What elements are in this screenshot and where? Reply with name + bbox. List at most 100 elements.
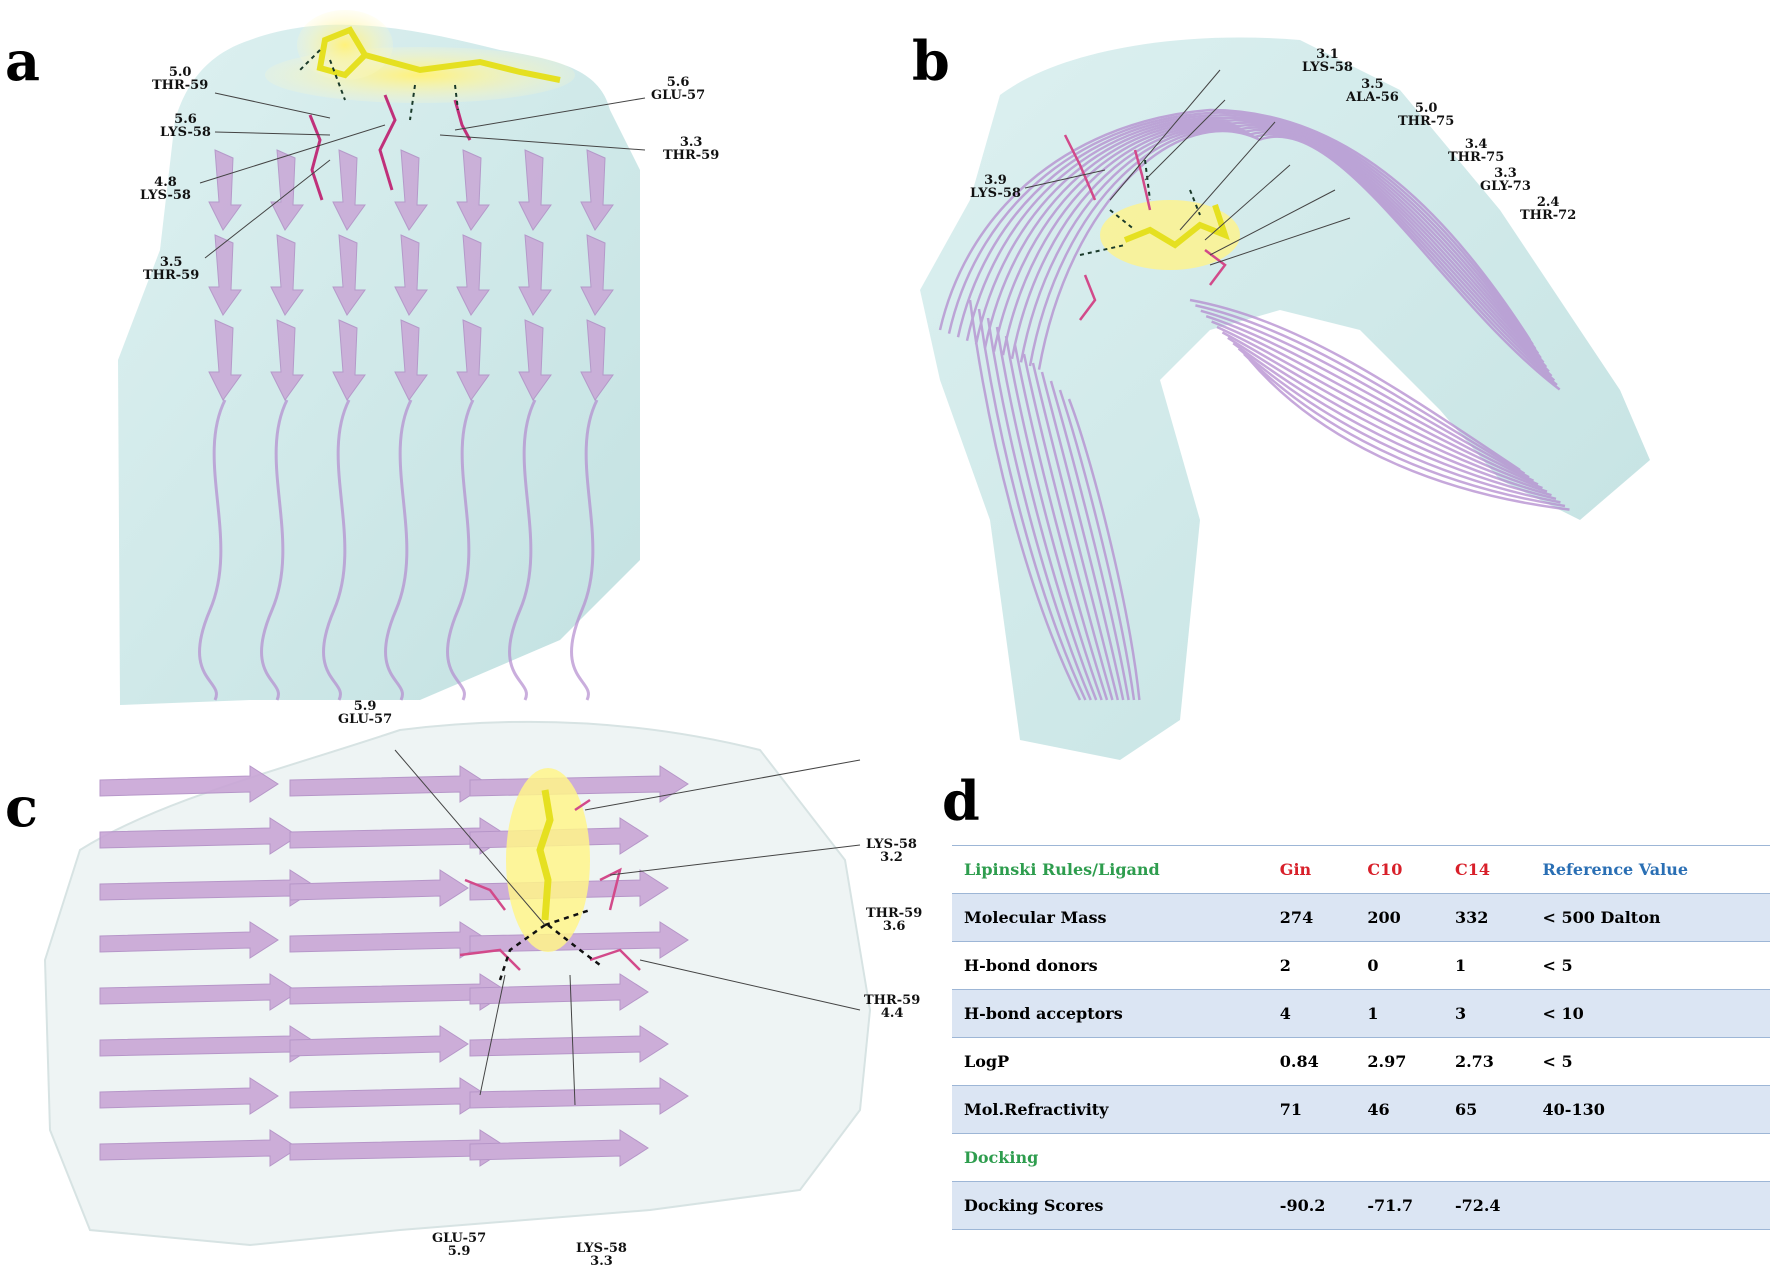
beta-strand-arrow [580, 319, 614, 401]
ribbon-strand [1022, 353, 1114, 701]
ligand-c [536, 789, 554, 921]
ligand-glow-b [1100, 200, 1240, 270]
beta-strand-arrow [208, 149, 242, 231]
ribbon-strand [1243, 353, 1566, 508]
beta-sheet-arrow [469, 973, 649, 1011]
ribbon-strand [1040, 371, 1125, 701]
panel-letter-c: c [5, 775, 38, 839]
beta-strand-arrow [518, 319, 552, 401]
header-rules: Lipinski Rules/Ligand [952, 845, 1268, 894]
panel-letter-a: a [5, 29, 40, 93]
beta-strand-arrow [208, 319, 242, 401]
beta-strand-arrow [518, 234, 552, 316]
table-cell [1355, 1133, 1443, 1182]
table-cell: -71.7 [1355, 1181, 1443, 1230]
ribbon-strand [986, 317, 1092, 701]
ribbon-strand [956, 114, 1537, 350]
ligand-glow-a2 [297, 10, 393, 80]
loop-strand [384, 399, 413, 701]
loop-strand [508, 399, 537, 701]
table-cell [1267, 1133, 1356, 1182]
beta-sheet-arrow [469, 1025, 669, 1063]
beta-strand-arrow [208, 234, 242, 316]
beta-strand-arrow [332, 234, 366, 316]
table-cell: < 500 Dalton [1530, 893, 1770, 942]
ribbon-strand [1205, 315, 1535, 482]
ribbon-strand [1031, 362, 1120, 701]
beta-strand-arrow [270, 149, 304, 231]
ribbon-strand [1058, 389, 1136, 701]
hbond-lines-b [1079, 159, 1201, 256]
table-cell [1530, 1133, 1770, 1182]
lipinski-table: Lipinski Rules/Ligand Gin C10 C14 Refere… [952, 845, 1770, 1230]
protein-surface-c [43, 720, 872, 1247]
table-cell: 0.84 [1267, 1037, 1356, 1086]
header-reference: Reference Value [1530, 845, 1770, 894]
beta-sheet-arrow [99, 765, 279, 803]
ribbon-strand [1232, 342, 1557, 501]
beta-sheet-arrow [469, 1129, 649, 1167]
table-cell: 332 [1442, 893, 1531, 942]
residues-a [308, 94, 472, 201]
panel-b-structure [920, 37, 1650, 760]
leader-lines-a [199, 92, 646, 259]
ribbon-strand [965, 116, 1540, 355]
beta-sheet-arrow [469, 1077, 689, 1115]
beta-strand-arrow [394, 149, 428, 231]
protein-surface-a [118, 24, 640, 705]
protein-surface-b [920, 37, 1650, 760]
table-cell: 4 [1267, 989, 1356, 1038]
table-cell: LogP [952, 1037, 1268, 1086]
table-cell: 274 [1267, 893, 1356, 942]
panel-a-structure [118, 10, 646, 705]
ribbon-strand [974, 118, 1542, 359]
header-c14: C14 [1442, 845, 1531, 894]
beta-strand-arrow [270, 234, 304, 316]
ribbon-strand [992, 122, 1548, 368]
table-cell: 1 [1442, 941, 1531, 990]
residues-b [1063, 134, 1227, 321]
leader-lines-c [394, 749, 861, 1106]
hbond-lines-a [299, 49, 459, 121]
loop-strand [260, 399, 289, 701]
table-cell: 2.97 [1355, 1037, 1443, 1086]
beta-strand-arrow [394, 234, 428, 316]
table-cell: 0 [1355, 941, 1443, 990]
ligand-a [316, 26, 561, 83]
ribbon-strand [1004, 335, 1103, 701]
table-cell: H-bond donors [952, 941, 1268, 990]
table-cell: < 5 [1530, 941, 1770, 990]
table-cell [1530, 1181, 1770, 1230]
loop-strand [570, 399, 599, 701]
beta-strand-arrow [332, 319, 366, 401]
hbond-lines-c [498, 908, 601, 981]
header-gin: Gin [1267, 845, 1356, 894]
ribbon-strand [1001, 124, 1550, 373]
table-row: H-bond acceptors 4 1 3 < 10 [952, 989, 1770, 1038]
beta-sheet-arrow [99, 817, 299, 855]
beta-strand-arrow [580, 234, 614, 316]
ribbon-strand [1221, 331, 1548, 493]
ribbon-strand [1189, 298, 1521, 472]
ribbon-strand [1013, 344, 1109, 701]
table-cell: Molecular Mass [952, 893, 1268, 942]
table-cell: 1 [1355, 989, 1443, 1038]
beta-strand-arrow [270, 319, 304, 401]
ribbon-strand [938, 108, 1532, 341]
beta-sheet-arrow [99, 1129, 299, 1167]
leader-lines-b [1024, 69, 1351, 266]
panel-c-structure [43, 720, 872, 1247]
table-cell: H-bond acceptors [952, 989, 1268, 1038]
table-cell: Docking Scores [952, 1181, 1268, 1230]
